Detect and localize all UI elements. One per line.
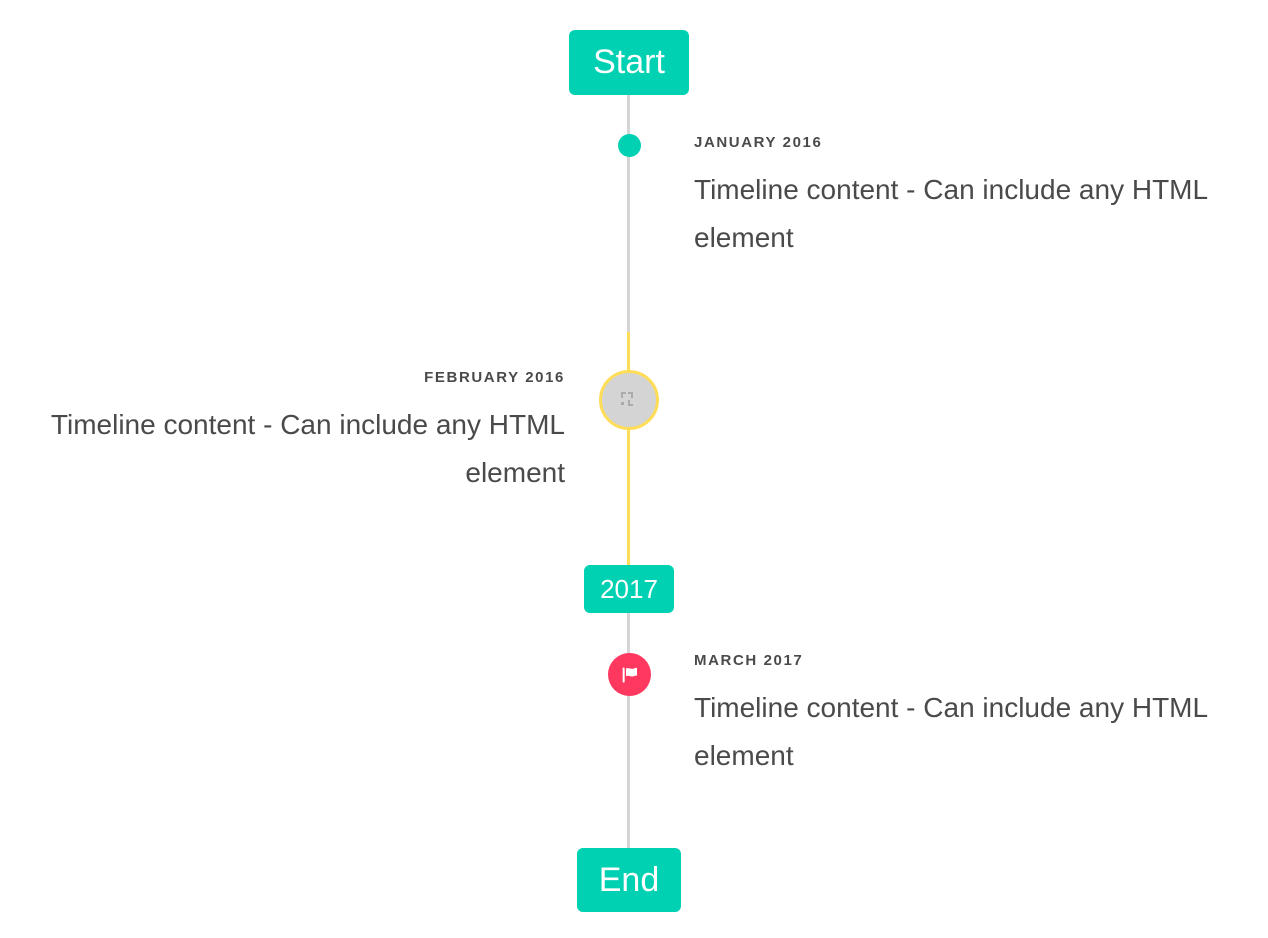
timeline-divider-badge-2017[interactable]: 2017 bbox=[584, 565, 674, 613]
timeline-footer-badge[interactable]: End bbox=[577, 848, 681, 912]
broken-image-icon bbox=[620, 391, 638, 409]
timeline-entry-body: Timeline content - Can include any HTML … bbox=[694, 174, 1208, 254]
timeline-header-badge-label: Start bbox=[593, 43, 665, 81]
timeline-entry-february-2016: FEBRUARY 2016 Timeline content - Can inc… bbox=[20, 369, 565, 497]
timeline-marker-february-2016[interactable] bbox=[599, 370, 659, 430]
timeline-entry-heading: MARCH 2017 bbox=[694, 652, 804, 669]
timeline-entry-heading: FEBRUARY 2016 bbox=[424, 369, 565, 386]
flag-icon bbox=[622, 667, 637, 682]
timeline-entry-heading: JANUARY 2016 bbox=[694, 134, 823, 151]
timeline-divider-badge-label: 2017 bbox=[600, 573, 658, 604]
timeline-entry-march-2017: MARCH 2017 Timeline content - Can includ… bbox=[694, 652, 1234, 780]
timeline-header-badge[interactable]: Start bbox=[569, 30, 689, 95]
timeline-rail-warning-segment bbox=[627, 332, 630, 572]
timeline-marker-march-2017[interactable] bbox=[608, 653, 651, 696]
timeline-entry-body: Timeline content - Can include any HTML … bbox=[50, 409, 565, 489]
timeline-footer-badge-label: End bbox=[598, 860, 660, 899]
timeline-marker-january-2016[interactable] bbox=[618, 134, 641, 157]
timeline-entry-january-2016: JANUARY 2016 Timeline content - Can incl… bbox=[694, 134, 1234, 262]
timeline-entry-body: Timeline content - Can include any HTML … bbox=[694, 692, 1208, 772]
